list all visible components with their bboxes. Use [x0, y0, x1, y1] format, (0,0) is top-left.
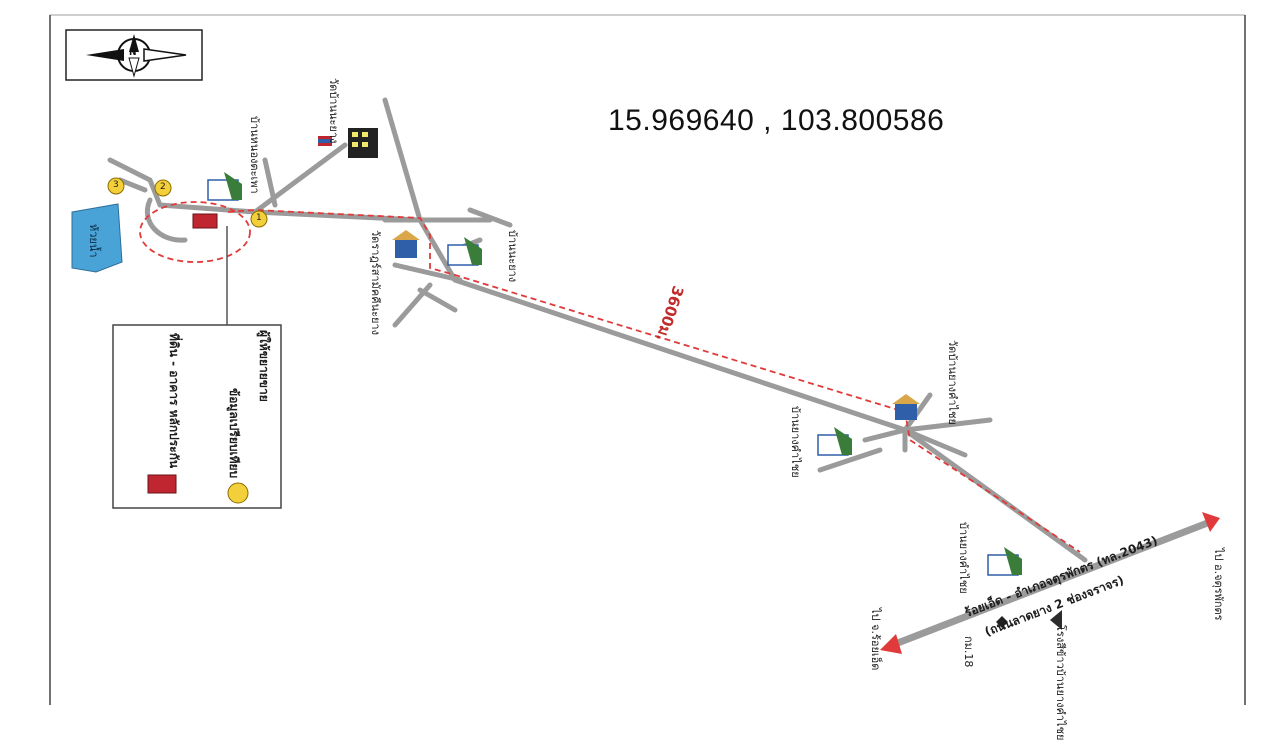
road-junction-c: [392, 262, 463, 283]
label-to-chaturaphak: ไป อ.จตุรพักตร: [1212, 548, 1225, 621]
label-km-marker: กม.18: [962, 636, 975, 668]
label-to-roiet: ไป จ.ร้อยเอ็ด: [869, 608, 882, 671]
label-temple-lower: วัดบ้านยางคำไชย: [946, 340, 959, 425]
temple-icon: [892, 394, 920, 420]
road-lower-4: [862, 427, 908, 443]
village-icon: [817, 427, 852, 456]
marker-number: 1: [256, 213, 262, 223]
water-body: [71, 203, 123, 273]
road-lower-2: [902, 392, 933, 433]
label-temple-top: วัดบ้านนะยาง: [327, 78, 340, 144]
factory-icon: [1050, 610, 1062, 630]
road-branch-2: [117, 177, 148, 193]
highway-2043: [880, 512, 1220, 654]
road-left-loop: [145, 197, 188, 243]
label-village-top: บ้านหนองตะเพา: [248, 116, 261, 194]
marker-number: 3: [113, 180, 119, 190]
subject-property-marker: [192, 213, 218, 229]
road-junction-b: [467, 207, 513, 228]
label-temple-mid: วัดราฎร์สามัคคีนะยาง: [369, 230, 382, 335]
label-village-lower: บ้านยางคำไชย: [789, 406, 802, 478]
legend-seller-label: ผู้ให้ขยายขาย: [257, 330, 271, 402]
legend-comparable-label: ข้อมูลเปรียบเทียบ: [227, 388, 241, 479]
temple-flag-icon: [318, 136, 332, 146]
village-icon: [207, 172, 242, 201]
road-top-spur: [252, 142, 348, 215]
road-lower-3: [902, 427, 968, 458]
compass-rose-icon: [65, 29, 203, 81]
village-icon: [987, 547, 1022, 576]
road-branch-1: [107, 157, 163, 208]
road-lower-6: [817, 447, 883, 473]
road-lower-1: [902, 417, 993, 433]
legend-box: [112, 324, 282, 509]
route-path: [139, 201, 1081, 553]
location-map: [49, 14, 1246, 705]
label-water: ห้วยน้ำ: [87, 224, 100, 258]
coordinates-label: 15.969640 , 103.800586: [608, 104, 945, 137]
road-branch-3: [262, 157, 278, 208]
temple-icon: [392, 230, 420, 258]
road-junction-e: [392, 282, 433, 328]
km-marker-icon: [996, 616, 1008, 628]
compass-letter: N: [129, 48, 137, 58]
village-icon: [447, 237, 482, 266]
label-factory: โรงสีข้าวบ้านยางคำไชย: [1054, 625, 1067, 740]
legend-subject-label: ที่ดิน - อาคาร หลักประกัน: [167, 333, 181, 469]
school-building-icon: [348, 128, 378, 158]
marker-number: 2: [160, 182, 166, 192]
road-north: [382, 97, 423, 223]
comparable-markers: [107, 177, 268, 228]
label-village-bottom: บ้านยางคำไชย: [957, 522, 970, 594]
label-village-mid: บ้านนะยาง: [506, 230, 519, 283]
